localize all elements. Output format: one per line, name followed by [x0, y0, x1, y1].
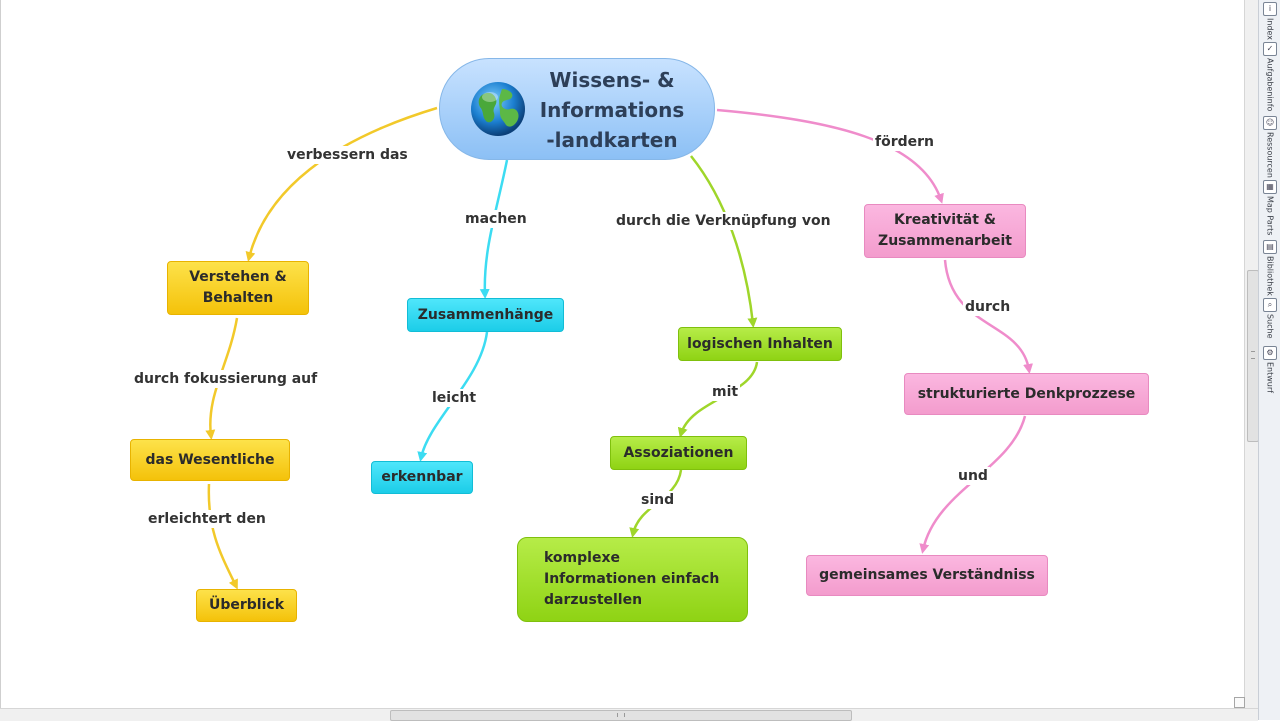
central-title-line3: -landkarten — [546, 128, 678, 152]
index-icon: i — [1263, 2, 1277, 16]
map-parts-icon: ▦ — [1263, 180, 1277, 194]
central-title-line1: Wissens- & — [549, 68, 675, 92]
label-mit[interactable]: mit — [710, 383, 741, 401]
task-info-icon: ✓ — [1263, 42, 1277, 56]
tab-entwurf[interactable]: ⚙ Entwurf — [1261, 346, 1279, 393]
topic-das-wesentliche[interactable]: das Wesentliche — [130, 439, 290, 481]
label-machen[interactable]: machen — [463, 210, 529, 228]
label-foerdern[interactable]: fördern — [873, 133, 937, 151]
topic-assoziationen[interactable]: Assoziationen — [610, 436, 747, 470]
tab-ressourcen[interactable]: ☺ Ressourcen — [1261, 116, 1279, 178]
connector-durch — [943, 259, 1033, 374]
connector-verbessern — [245, 106, 438, 262]
topic-kreativitaet-zusammenarbeit[interactable]: Kreativität & Zusammenarbeit — [864, 204, 1026, 258]
tab-index[interactable]: i Index — [1261, 2, 1279, 40]
label-durch-fokussierung-auf[interactable]: durch fokussierung auf — [132, 370, 320, 388]
search-icon: ⌕ — [1263, 298, 1277, 312]
topic-gemeinsames-verstaendniss[interactable]: gemeinsames Verständniss — [806, 555, 1048, 596]
side-panel-tabs: i Index ✓ Aufgabeninfo ☺ Ressourcen ▦ Ma… — [1258, 0, 1280, 720]
connector-foerdern — [716, 108, 944, 204]
topic-ueberblick[interactable]: Überblick — [196, 589, 297, 622]
central-title: Wissens- & Informations -landkarten — [532, 65, 692, 155]
label-verbessern-das[interactable]: verbessern das — [285, 146, 410, 164]
label-sind[interactable]: sind — [639, 491, 677, 509]
topic-zusammenhaenge[interactable]: Zusammenhänge — [407, 298, 564, 332]
topic-strukturierte-denkprozzese[interactable]: strukturierte Denkprozzese — [904, 373, 1149, 415]
tab-aufgabeninfo[interactable]: ✓ Aufgabeninfo — [1261, 42, 1279, 111]
globe-icon — [471, 82, 525, 136]
connector-verknuepfung — [690, 155, 758, 328]
label-durch-die-verknuepfung-von[interactable]: durch die Verknüpfung von — [614, 212, 833, 230]
topic-komplexe-informationen[interactable]: komplexe Informationen einfach darzustel… — [517, 537, 748, 622]
central-title-line2: Informations — [539, 98, 685, 122]
label-erleichtert-den[interactable]: erleichtert den — [146, 510, 268, 528]
gear-icon: ⚙ — [1263, 346, 1277, 360]
label-durch[interactable]: durch — [963, 298, 1013, 316]
connector-machen — [479, 159, 509, 299]
map-canvas[interactable]: Wissens- & Informations -landkarten Vers… — [0, 0, 1245, 708]
resources-icon: ☺ — [1263, 116, 1277, 130]
tab-bibliothek[interactable]: ▤ Bibliothek — [1261, 240, 1279, 296]
library-icon: ▤ — [1263, 240, 1277, 254]
vertical-scrollbar[interactable] — [1244, 0, 1259, 708]
horizontal-scroll-thumb[interactable] — [390, 710, 852, 721]
label-und[interactable]: und — [956, 467, 990, 485]
label-leicht[interactable]: leicht — [430, 389, 479, 407]
topic-erkennbar[interactable]: erkennbar — [371, 461, 473, 494]
topic-verstehen-behalten[interactable]: Verstehen & Behalten — [167, 261, 309, 315]
zoom-fit-button[interactable] — [1234, 697, 1245, 708]
tab-map-parts[interactable]: ▦ Map Parts — [1261, 180, 1279, 235]
horizontal-scrollbar[interactable] — [0, 708, 1258, 721]
topic-logischen-inhalten[interactable]: logischen Inhalten — [678, 327, 842, 361]
central-topic[interactable]: Wissens- & Informations -landkarten — [439, 58, 715, 160]
connector-erleichtert — [207, 483, 238, 590]
tab-suche[interactable]: ⌕ Suche — [1261, 298, 1279, 339]
